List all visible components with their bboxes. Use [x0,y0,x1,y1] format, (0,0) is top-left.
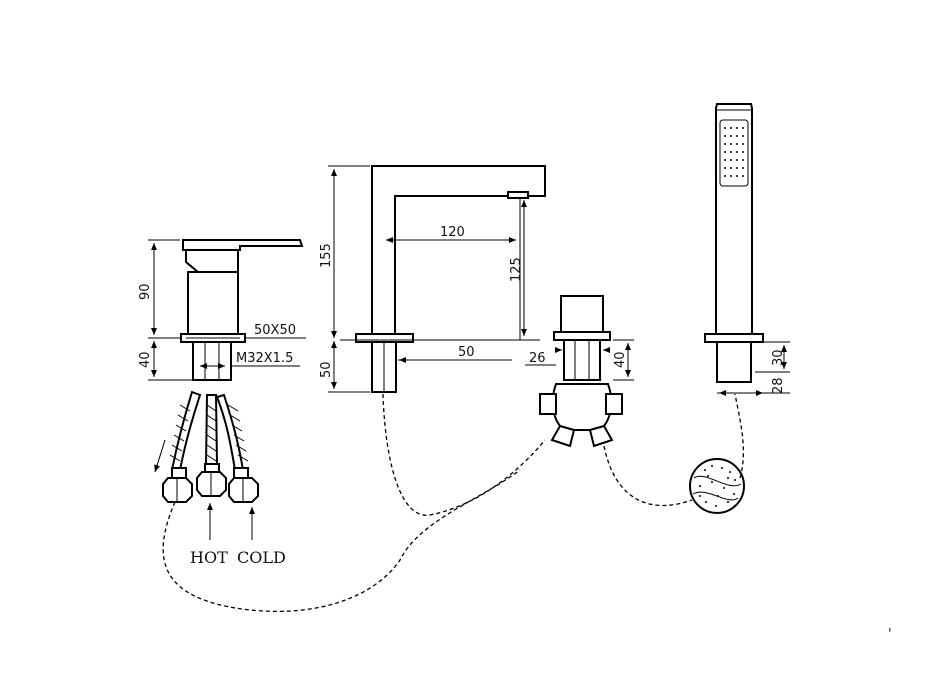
corner-mark: ' [888,627,892,642]
dim-spout-reach: 120 [440,225,465,240]
outlet-arrow-icon [154,439,166,473]
single-lever-mixer: HOT COLD 90 40 50X50 M32X1.5 [138,239,306,567]
dim-spout-height: 155 [319,243,334,268]
dim-mixer-height: 90 [138,283,153,300]
dim-diverter-width: 26 [529,351,546,366]
dim-diverter-base-height: 40 [613,351,628,368]
diverter-valve: 26 40 [525,295,634,448]
cold-label: COLD [237,548,286,567]
dim-shower-diameter: 28 [771,377,786,394]
dim-spout-base-height: 50 [319,361,334,378]
dim-flange: 50X50 [254,323,296,338]
shower-hose-right [603,393,745,507]
braided-hoses [162,390,259,503]
shower-hose-lower [162,469,521,612]
bath-spout: 155 50 120 125 50 [319,165,546,393]
hand-shower: 30 28 [689,103,790,514]
spray-nozzles [724,127,744,177]
dim-spout-base: 50 [458,345,475,360]
shower-hose [382,393,546,516]
dim-mixer-base-height: 40 [138,351,153,368]
hot-label: HOT [190,548,228,567]
dim-spout-outlet-height: 125 [509,257,524,282]
dim-thread: M32X1.5 [236,351,293,366]
hose-weight-ball [689,458,745,514]
dim-shower-base-height: 30 [771,349,786,366]
